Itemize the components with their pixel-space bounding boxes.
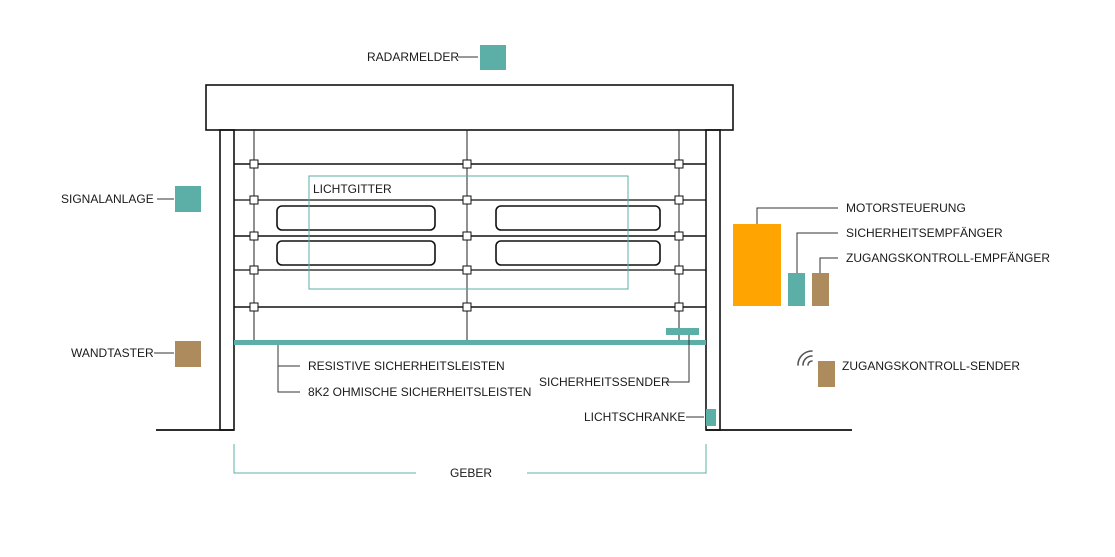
wandtaster-label: WANDTASTER — [71, 346, 154, 360]
wandtaster-box — [175, 341, 201, 367]
door-window — [495, 205, 661, 231]
door-window — [276, 240, 436, 266]
joint — [674, 302, 684, 312]
joint — [249, 302, 259, 312]
sicherheitssender-leader — [666, 335, 690, 383]
lichtgitter-label: LICHTGITTER — [313, 182, 392, 196]
zugangskontroll-empfaenger-leader — [819, 257, 838, 273]
sicherheitssender-label: SICHERHEITSSENDER — [539, 375, 670, 389]
left-post — [219, 129, 235, 431]
door-window — [276, 205, 436, 231]
joint — [462, 159, 472, 169]
joint — [249, 195, 259, 205]
sicherheitsempfaenger-box — [788, 273, 805, 306]
lichtgitter-frame — [308, 175, 629, 290]
motorsteuerung-leader — [756, 207, 838, 224]
joint — [249, 159, 259, 169]
radarmelder-box — [480, 45, 506, 70]
zugangskontroll-sender-label: ZUGANGSKONTROLL-SENDER — [842, 359, 1020, 373]
door-window — [495, 240, 661, 266]
geber-bracket-right — [527, 444, 707, 474]
photocell-sensor — [706, 409, 716, 426]
safety-edge-leader — [277, 345, 300, 393]
sicherheitsempfaenger-label: SICHERHEITSEMPFÄNGER — [846, 226, 1003, 240]
geber-bracket-left — [233, 444, 416, 474]
joint — [249, 231, 259, 241]
sicherheitsempfaenger-leader — [796, 232, 838, 273]
joint — [674, 265, 684, 275]
geber-label: GEBER — [450, 466, 492, 480]
safety-transmitter-bar — [666, 328, 699, 335]
door-header-box — [205, 84, 734, 131]
zugangskontroll-empfaenger-box — [812, 273, 829, 306]
joint — [674, 195, 684, 205]
joint — [462, 231, 472, 241]
signalanlage-label: SIGNALANLAGE — [61, 192, 154, 206]
motorsteuerung-label: MOTORSTEUERUNG — [846, 201, 966, 215]
ohmische-label: 8K2 OHMISCHE SICHERHEITSLEISTEN — [308, 385, 531, 399]
joint — [674, 231, 684, 241]
zugangskontroll-empfaenger-label: ZUGANGSKONTROLL-EMPFÄNGER — [846, 251, 1050, 265]
motorsteuerung-box — [733, 224, 781, 306]
door-joints — [249, 159, 684, 312]
signalanlage-box — [175, 186, 201, 212]
joint — [674, 159, 684, 169]
safety-edge-bar — [234, 340, 706, 345]
joint — [249, 265, 259, 275]
wireless-signal-icon — [797, 350, 813, 366]
resistive-label: RESISTIVE SICHERHEITSLEISTEN — [308, 359, 505, 373]
joint — [462, 265, 472, 275]
right-post — [705, 129, 721, 431]
lichtschranke-label: LICHTSCHRANKE — [584, 410, 685, 424]
radarmelder-label: RADARMELDER — [367, 50, 459, 64]
zugangskontroll-sender-box — [818, 361, 835, 387]
joint — [462, 195, 472, 205]
joint — [462, 302, 472, 312]
